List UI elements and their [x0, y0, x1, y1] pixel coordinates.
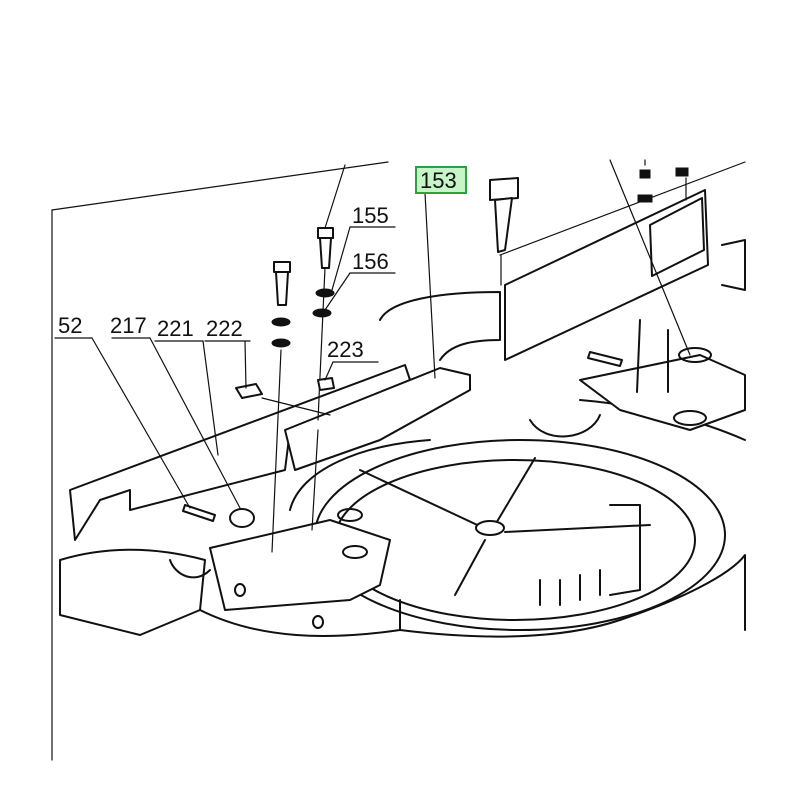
turntable-hub: [475, 520, 505, 536]
label-155: 155: [352, 203, 389, 228]
spoke-4: [454, 539, 486, 596]
right-fence-clamp: [721, 239, 746, 291]
washer-left-a: [271, 317, 291, 327]
leader-156: [324, 272, 351, 311]
frame-edge-top-right: [499, 161, 746, 256]
leader-52: [91, 337, 191, 509]
label-221: 221: [157, 316, 194, 341]
leader-217: [149, 337, 241, 509]
turntable-bracket: [609, 504, 641, 596]
turntable-arc: [289, 439, 431, 511]
base-left-wing: [59, 548, 206, 636]
small-nut-2: [675, 167, 689, 177]
pin-axis-222: [261, 397, 331, 416]
leader-221: [202, 340, 219, 456]
plate-hole-3: [234, 583, 246, 597]
label-222: 222: [206, 316, 243, 341]
bolt-left-head: [273, 261, 291, 273]
leader-153: [424, 192, 436, 379]
right-fence-window: [649, 197, 705, 277]
right-fence-base: [579, 354, 746, 431]
label-156: 156: [352, 249, 389, 274]
part-217-knob: [229, 508, 255, 528]
fence-arc-support: [379, 291, 501, 361]
bolt-left-shank: [275, 271, 289, 306]
leader-222: [244, 340, 247, 389]
base-slot-left: [169, 559, 211, 579]
label-217: 217: [110, 313, 147, 338]
left-fence: [69, 364, 411, 541]
leader-top: [324, 164, 346, 229]
label-52: 52: [58, 313, 82, 338]
right-fence: [504, 189, 709, 361]
leader-223: [324, 361, 334, 381]
bolt-155-axis-lower: [311, 429, 319, 531]
base-front-edge: [199, 599, 401, 637]
bolt-155-head: [317, 227, 334, 239]
right-base-slot: [529, 414, 601, 438]
washer-left-b: [271, 338, 291, 348]
fence-plate-153: [284, 367, 471, 471]
spoke-1: [359, 469, 489, 531]
bolt-155-shank: [319, 237, 332, 269]
bolt-left-axis: [271, 349, 282, 553]
small-washer-1: [637, 194, 653, 203]
part-223-clip: [317, 377, 335, 391]
base-right-edge: [399, 554, 746, 638]
right-side-pin: [587, 351, 623, 367]
washer-156b: [312, 308, 332, 318]
leader-155: [331, 226, 351, 291]
plate-hole-2: [342, 545, 368, 559]
leader-right-1: [609, 159, 691, 356]
part-52-screw: [182, 504, 216, 522]
spoke-3: [504, 524, 651, 533]
highlight-box-153[interactable]: [415, 166, 467, 194]
spoke-2: [494, 457, 536, 526]
long-bolt-shank: [494, 197, 513, 253]
small-nut-1: [639, 169, 651, 179]
right-bolt-axis-1: [636, 319, 641, 393]
label-223: 223: [327, 337, 364, 362]
right-base-hole-2: [673, 410, 707, 426]
right-base-hole-1: [678, 347, 712, 363]
bolt-155-axis: [317, 267, 326, 421]
label-153[interactable]: 153: [420, 168, 457, 193]
fence-base-plate: [209, 519, 391, 611]
plate-hole-4: [312, 615, 324, 629]
plate-hole-1: [337, 508, 363, 522]
frame-edge-top-left: [51, 161, 389, 211]
long-bolt-head: [489, 177, 519, 201]
washer-156a: [315, 288, 335, 298]
part-222-pin: [235, 383, 263, 399]
turntable-ribs: [539, 569, 601, 606]
